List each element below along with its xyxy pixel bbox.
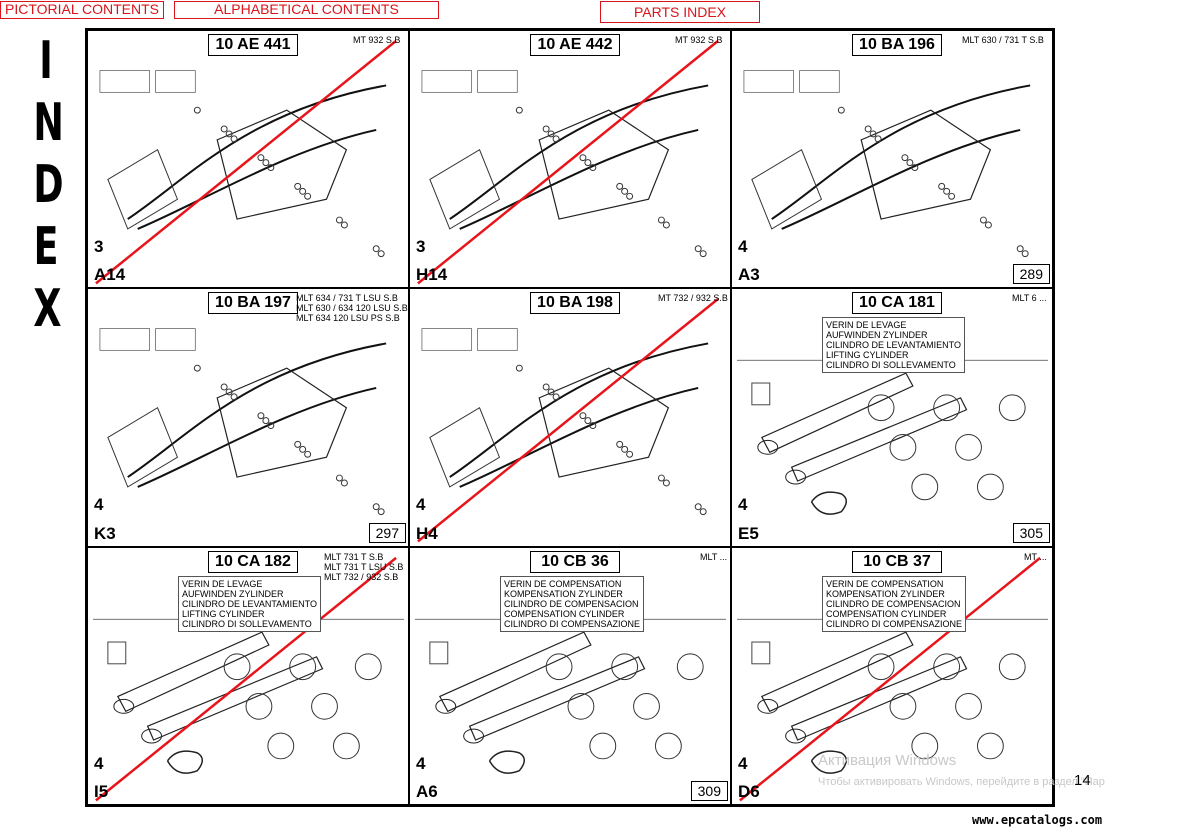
part-group-code: 10 AE 441	[208, 34, 298, 56]
index-letter: E	[33, 217, 59, 277]
machine-model-label: MLT 634 / 731 T LSU S.B MLT 630 / 634 12…	[296, 293, 408, 324]
page-number: 14	[1074, 772, 1091, 789]
grid-reference: D6	[738, 782, 760, 801]
grid-reference: E5	[738, 523, 759, 543]
machine-model-label: MT 932 S.B	[353, 35, 401, 45]
section-number: 3	[94, 237, 104, 256]
site-url: www.epcatalogs.com	[972, 813, 1103, 827]
activation-watermark-text: Чтобы активировать Windows, перейдите в …	[818, 776, 1105, 788]
section-number: 4	[738, 237, 748, 256]
exploded-parts-drawing	[95, 39, 397, 285]
assembly-caption: VERIN DE COMPENSATION KOMPENSATION ZYLIN…	[822, 575, 967, 632]
machine-model-label: MLT 630 / 731 T S.B	[962, 35, 1044, 45]
part-group-code: 10 AE 442	[530, 34, 620, 56]
index-letter: N	[33, 93, 64, 153]
grid-reference: I5	[94, 782, 109, 801]
page-link[interactable]: 309	[690, 781, 728, 801]
page-link[interactable]: 305	[1012, 522, 1050, 543]
machine-model-label: MLT 731 T S.B MLT 731 T LSU S.B MLT 732 …	[324, 551, 404, 582]
exploded-parts-drawing	[743, 70, 1031, 258]
parts-thumbnail[interactable]: 10 CA 182 MLT 731 T S.B MLT 731 T LSU S.B…	[87, 546, 409, 805]
section-number: 4	[416, 753, 426, 773]
section-number: 3	[416, 237, 426, 256]
grid-reference: K3	[94, 523, 116, 543]
grid-reference: A3	[738, 265, 760, 285]
parts-thumbnail[interactable]: 10 CB 36 MLT ... VERIN DE COMPENSATION KOM…	[409, 546, 731, 805]
part-group-code: 10 BA 197	[208, 292, 298, 315]
section-number: 4	[738, 495, 748, 515]
part-group-code: 10 BA 198	[530, 292, 620, 315]
parts-index-button[interactable]: PARTS INDEX	[600, 1, 760, 23]
index-letter: X	[33, 279, 62, 339]
grid-reference: A6	[416, 782, 438, 801]
section-number: 4	[94, 495, 104, 515]
part-group-code: 10 CB 36	[530, 550, 620, 573]
exploded-parts-drawing	[417, 39, 719, 285]
pictorial-contents-button[interactable]: PICTORIAL CONTENTS	[0, 1, 164, 19]
machine-model-label: MLT ...	[700, 551, 728, 562]
part-group-code: 10 CB 37	[852, 550, 942, 573]
alphabetical-contents-button[interactable]: ALPHABETICAL CONTENTS	[174, 1, 439, 19]
page-link[interactable]: 297	[368, 522, 406, 543]
machine-model-label: MT 932 S.B	[675, 35, 723, 45]
assembly-caption: VERIN DE LEVAGE AUFWINDEN ZYLINDER CILIN…	[822, 317, 966, 374]
part-group-code: 10 CA 181	[852, 292, 942, 315]
grid-reference: A14	[94, 265, 126, 285]
grid-reference: H4	[416, 523, 438, 543]
parts-thumbnail[interactable]: 10 CB 37 MT ... VERIN DE COMPENSATION KOMP…	[731, 546, 1053, 805]
index-letter: I	[39, 31, 53, 91]
part-group-code: 10 BA 196	[852, 34, 942, 56]
machine-model-label: MT ...	[1024, 551, 1047, 562]
index-side-title: I N D E X	[33, 30, 64, 340]
section-number: 4	[94, 753, 104, 773]
machine-model-label: MT 732 / 932 S.B	[658, 293, 728, 304]
section-number: 4	[738, 753, 748, 773]
activation-watermark-title: Активация Windows	[818, 752, 957, 769]
exploded-parts-drawing	[92, 556, 405, 802]
grid-reference: H14	[416, 265, 448, 285]
parts-thumbnail[interactable]: 10 CA 181 MLT 6 ... VERIN DE LEVAGE AUFWIN…	[731, 288, 1053, 547]
page-link[interactable]: 289	[1012, 264, 1050, 285]
part-group-code: 10 CA 182	[208, 550, 298, 573]
section-number: 4	[416, 495, 426, 515]
exploded-parts-drawing	[417, 298, 719, 543]
assembly-caption: VERIN DE LEVAGE AUFWINDEN ZYLINDER CILIN…	[178, 575, 322, 632]
exploded-parts-drawing	[99, 328, 387, 516]
machine-model-label: MLT 6 ...	[1012, 293, 1047, 304]
assembly-caption: VERIN DE COMPENSATION KOMPENSATION ZYLIN…	[500, 575, 645, 632]
index-letter: D	[33, 155, 64, 215]
